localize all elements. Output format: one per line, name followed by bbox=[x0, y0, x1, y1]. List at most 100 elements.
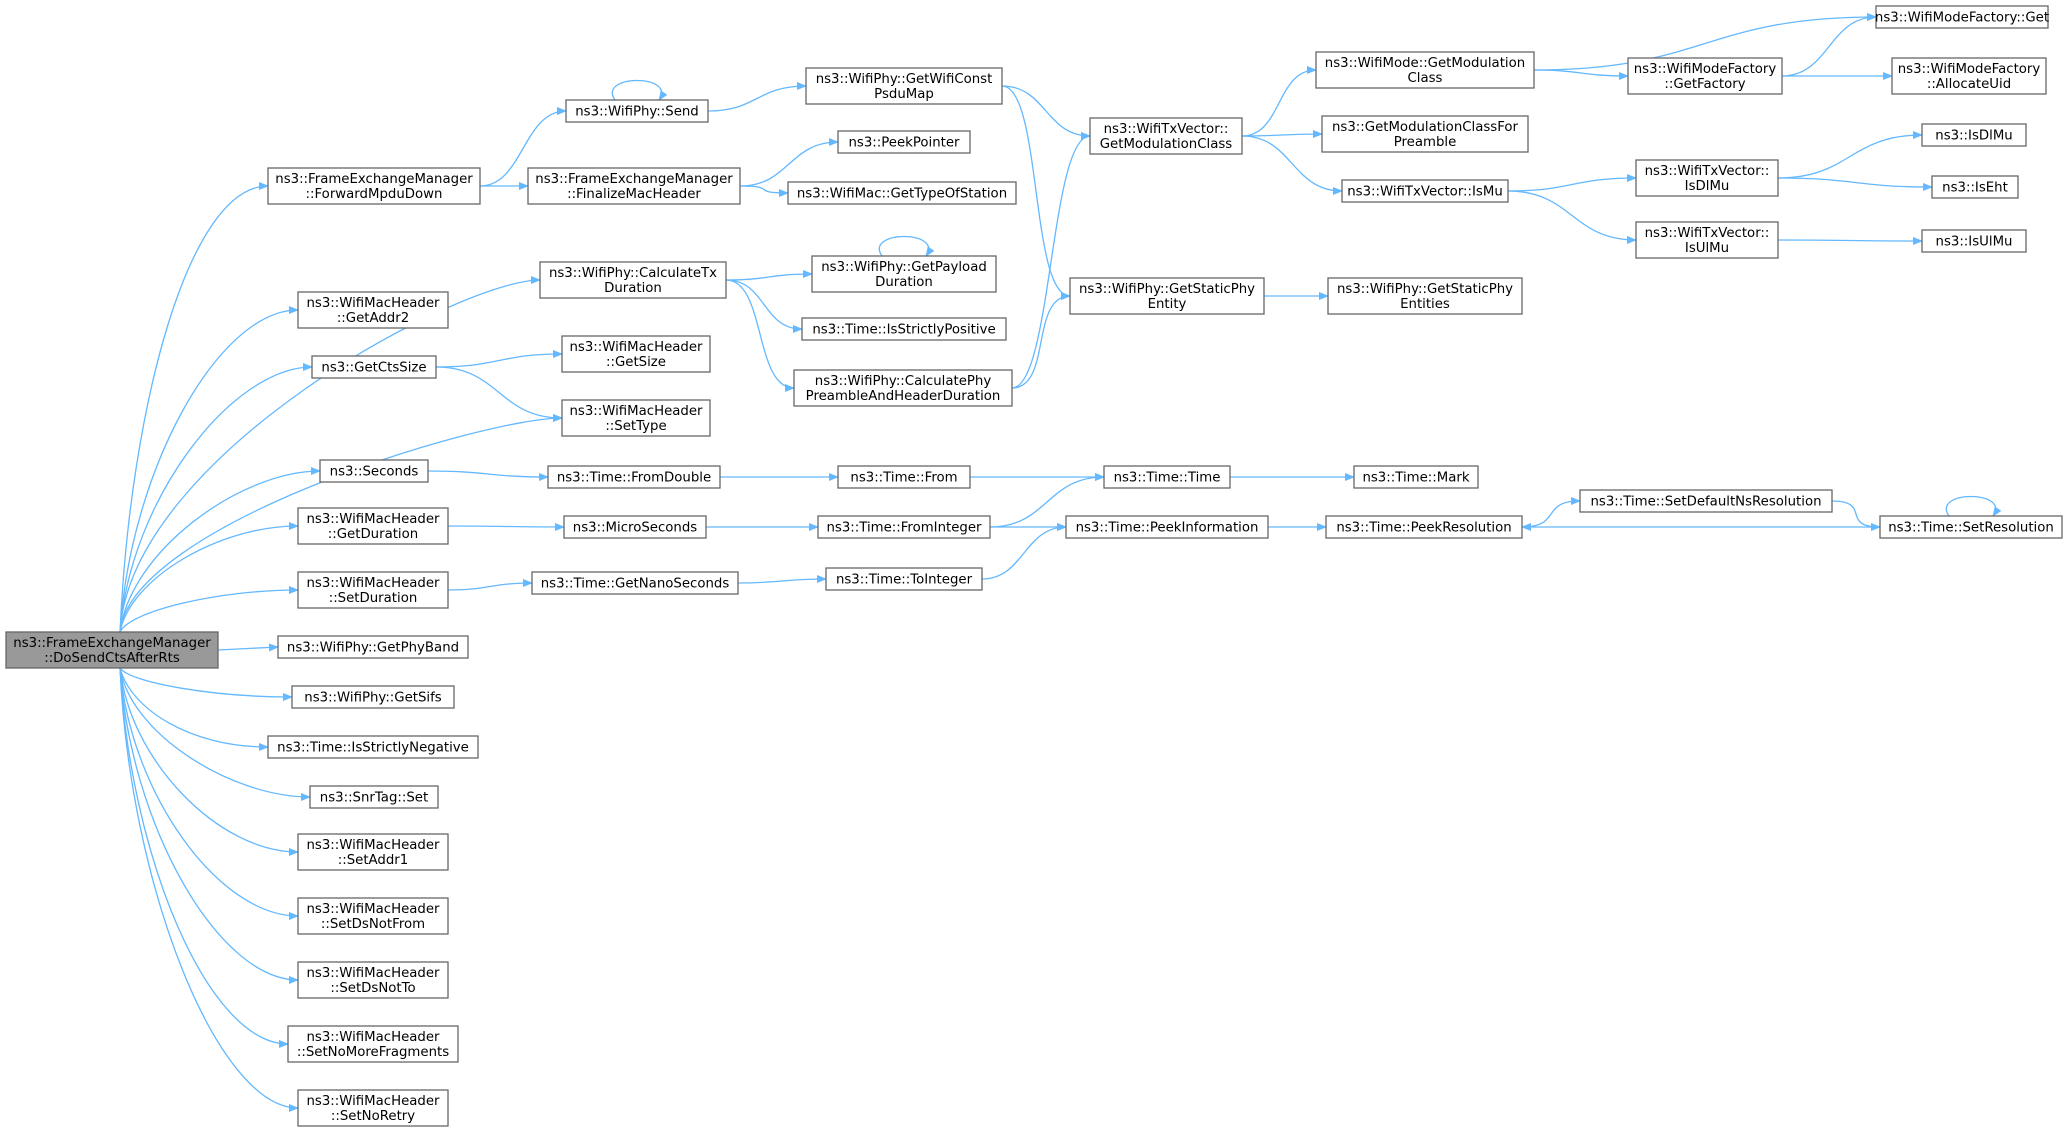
node-label: ns3::Time::GetNanoSeconds bbox=[541, 577, 730, 592]
node-box bbox=[563, 515, 707, 539]
node-getSifs[interactable]: ns3::WifiPhy::GetSifs bbox=[291, 685, 455, 709]
node-txVecIsMu[interactable]: ns3::WifiTxVector::IsMu bbox=[1341, 179, 1509, 203]
node-label: Entity bbox=[1148, 297, 1187, 312]
node-seconds[interactable]: ns3::Seconds bbox=[319, 459, 429, 483]
node-getDuration[interactable]: ns3::WifiMacHeader::GetDuration bbox=[297, 507, 449, 545]
node-box bbox=[561, 399, 711, 437]
node-setAddr1[interactable]: ns3::WifiMacHeader::SetAddr1 bbox=[297, 833, 449, 871]
node-isUlMu[interactable]: ns3::IsUlMu bbox=[1921, 229, 2027, 253]
node-modeFactoryAlloc[interactable]: ns3::WifiModeFactory::AllocateUid bbox=[1891, 57, 2047, 95]
node-box bbox=[1921, 229, 2027, 253]
node-label: ns3::Time::Time bbox=[1114, 471, 1221, 486]
edge-finalizeMac-to-getTypeOfStation bbox=[739, 185, 789, 197]
node-label: ns3::Time::Mark bbox=[1362, 471, 1469, 486]
node-setDsNotFrom[interactable]: ns3::WifiMacHeader::SetDsNotFrom bbox=[297, 897, 449, 935]
node-modeFactoryGet[interactable]: ns3::WifiModeFactory::Get bbox=[1875, 5, 2049, 29]
node-phySend[interactable]: ns3::WifiPhy::Send bbox=[565, 99, 709, 123]
node-toInteger[interactable]: ns3::Time::ToInteger bbox=[825, 567, 983, 591]
node-box bbox=[297, 833, 449, 871]
node-label: GetModulationClass bbox=[1100, 137, 1233, 152]
node-getCtsSize[interactable]: ns3::GetCtsSize bbox=[311, 355, 437, 379]
node-box bbox=[297, 507, 449, 545]
node-setDefaultNsRes[interactable]: ns3::Time::SetDefaultNsResolution bbox=[1579, 489, 1833, 513]
node-label: PsduMap bbox=[874, 87, 934, 102]
edge-getDuration-to-microSeconds bbox=[447, 522, 565, 531]
node-isStrictlyNeg[interactable]: ns3::Time::IsStrictlyNegative bbox=[267, 735, 479, 759]
node-label: ns3::WifiPhy::GetPhyBand bbox=[287, 641, 459, 656]
node-setType[interactable]: ns3::WifiMacHeader::SetType bbox=[561, 399, 711, 437]
node-setDsNotTo[interactable]: ns3::WifiMacHeader::SetDsNotTo bbox=[297, 961, 449, 999]
node-peekInfo[interactable]: ns3::Time::PeekInformation bbox=[1065, 515, 1269, 539]
edge-txVecIsDlMu-to-isDlMu bbox=[1777, 131, 1923, 179]
node-isStrictlyPos[interactable]: ns3::Time::IsStrictlyPositive bbox=[801, 317, 1007, 341]
node-getTypeOfStation[interactable]: ns3::WifiMac::GetTypeOfStation bbox=[787, 181, 1017, 205]
edge-root-to-setDsNotFrom bbox=[119, 667, 299, 920]
node-getSize[interactable]: ns3::WifiMacHeader::GetSize bbox=[561, 335, 711, 373]
node-modeFactoryGetFactory[interactable]: ns3::WifiModeFactory::GetFactory bbox=[1627, 57, 1783, 95]
node-root[interactable]: ns3::FrameExchangeManager::DoSendCtsAfte… bbox=[5, 631, 219, 669]
node-modeGetModClass[interactable]: ns3::WifiMode::GetModulationClass bbox=[1315, 51, 1535, 89]
edge-getCtsSize-to-getSize bbox=[435, 350, 563, 368]
node-setNoMoreFrag[interactable]: ns3::WifiMacHeader::SetNoMoreFragments bbox=[287, 1025, 459, 1063]
node-label: ::SetNoRetry bbox=[331, 1109, 415, 1124]
node-finalizeMac[interactable]: ns3::FrameExchangeManager::FinalizeMacHe… bbox=[527, 167, 741, 205]
node-getPhyBand[interactable]: ns3::WifiPhy::GetPhyBand bbox=[277, 635, 469, 659]
node-label: ns3::WifiTxVector:: bbox=[1645, 226, 1770, 241]
node-txVecIsUlMu[interactable]: ns3::WifiTxVector::IsUlMu bbox=[1635, 221, 1779, 259]
node-peekRes[interactable]: ns3::Time::PeekResolution bbox=[1325, 515, 1523, 539]
node-getAddr2[interactable]: ns3::WifiMacHeader::GetAddr2 bbox=[297, 291, 449, 329]
node-label: ns3::Time::PeekResolution bbox=[1336, 521, 1511, 536]
node-txVecIsDlMu[interactable]: ns3::WifiTxVector::IsDlMu bbox=[1635, 159, 1779, 197]
node-label: ns3::WifiMacHeader bbox=[306, 966, 440, 981]
node-snrSet[interactable]: ns3::SnrTag::Set bbox=[309, 785, 439, 809]
node-box bbox=[297, 961, 449, 999]
edge-finalizeMac-to-peekPointer bbox=[739, 138, 839, 187]
node-microSeconds[interactable]: ns3::MicroSeconds bbox=[563, 515, 707, 539]
node-setResolution[interactable]: ns3::Time::SetResolution bbox=[1879, 515, 2063, 539]
edge-setResolution-to-setResolution bbox=[1945, 495, 2002, 517]
edge-txVecIsMu-to-txVecIsUlMu bbox=[1507, 190, 1637, 244]
node-label: ns3::WifiPhy::GetWifiConst bbox=[816, 72, 993, 87]
node-label: ns3::IsUlMu bbox=[1936, 235, 2013, 250]
node-timeTime[interactable]: ns3::Time::Time bbox=[1103, 465, 1231, 489]
node-timeMark[interactable]: ns3::Time::Mark bbox=[1353, 465, 1479, 489]
edge-root-to-setDuration bbox=[119, 586, 299, 633]
node-calcPhyPreamble[interactable]: ns3::WifiPhy::CalculatePhyPreambleAndHea… bbox=[793, 369, 1013, 407]
node-box bbox=[531, 571, 739, 595]
node-fwdMpdu[interactable]: ns3::FrameExchangeManager::ForwardMpduDo… bbox=[267, 167, 481, 205]
node-box bbox=[1065, 515, 1269, 539]
node-txVecGetModClass[interactable]: ns3::WifiTxVector::GetModulationClass bbox=[1089, 117, 1243, 155]
node-label: ns3::WifiPhy::Send bbox=[575, 105, 699, 120]
node-fromInteger[interactable]: ns3::Time::FromInteger bbox=[817, 515, 991, 539]
node-label: ns3::Time::From bbox=[850, 471, 957, 486]
node-label: ns3::WifiModeFactory bbox=[1634, 62, 1777, 77]
node-box bbox=[309, 785, 439, 809]
node-box bbox=[565, 99, 709, 123]
node-label: ns3::Time::IsStrictlyPositive bbox=[812, 323, 995, 338]
node-label: ns3::Time::FromDouble bbox=[557, 471, 711, 486]
node-peekPointer[interactable]: ns3::PeekPointer bbox=[837, 130, 971, 154]
node-setNoRetry[interactable]: ns3::WifiMacHeader::SetNoRetry bbox=[297, 1089, 449, 1127]
edge-root-to-getAddr2 bbox=[119, 306, 299, 633]
node-getNanoSeconds[interactable]: ns3::Time::GetNanoSeconds bbox=[531, 571, 739, 595]
node-timeFrom[interactable]: ns3::Time::From bbox=[837, 465, 971, 489]
node-box bbox=[1327, 277, 1523, 315]
node-label: ::ForwardMpduDown bbox=[306, 187, 443, 202]
node-isDlMu[interactable]: ns3::IsDlMu bbox=[1921, 123, 2027, 147]
node-label: ::DoSendCtsAfterRts bbox=[44, 651, 180, 666]
node-box bbox=[837, 130, 971, 154]
node-isEht[interactable]: ns3::IsEht bbox=[1931, 175, 2019, 199]
node-label: ns3::WifiMac::GetTypeOfStation bbox=[797, 187, 1007, 202]
node-fromDouble[interactable]: ns3::Time::FromDouble bbox=[547, 465, 721, 489]
node-label: ns3::Time::SetResolution bbox=[1888, 521, 2054, 536]
node-label: ns3::Time::FromInteger bbox=[826, 521, 982, 536]
edge-root-to-calcTxDur bbox=[119, 276, 541, 633]
node-setDuration[interactable]: ns3::WifiMacHeader::SetDuration bbox=[297, 571, 449, 609]
